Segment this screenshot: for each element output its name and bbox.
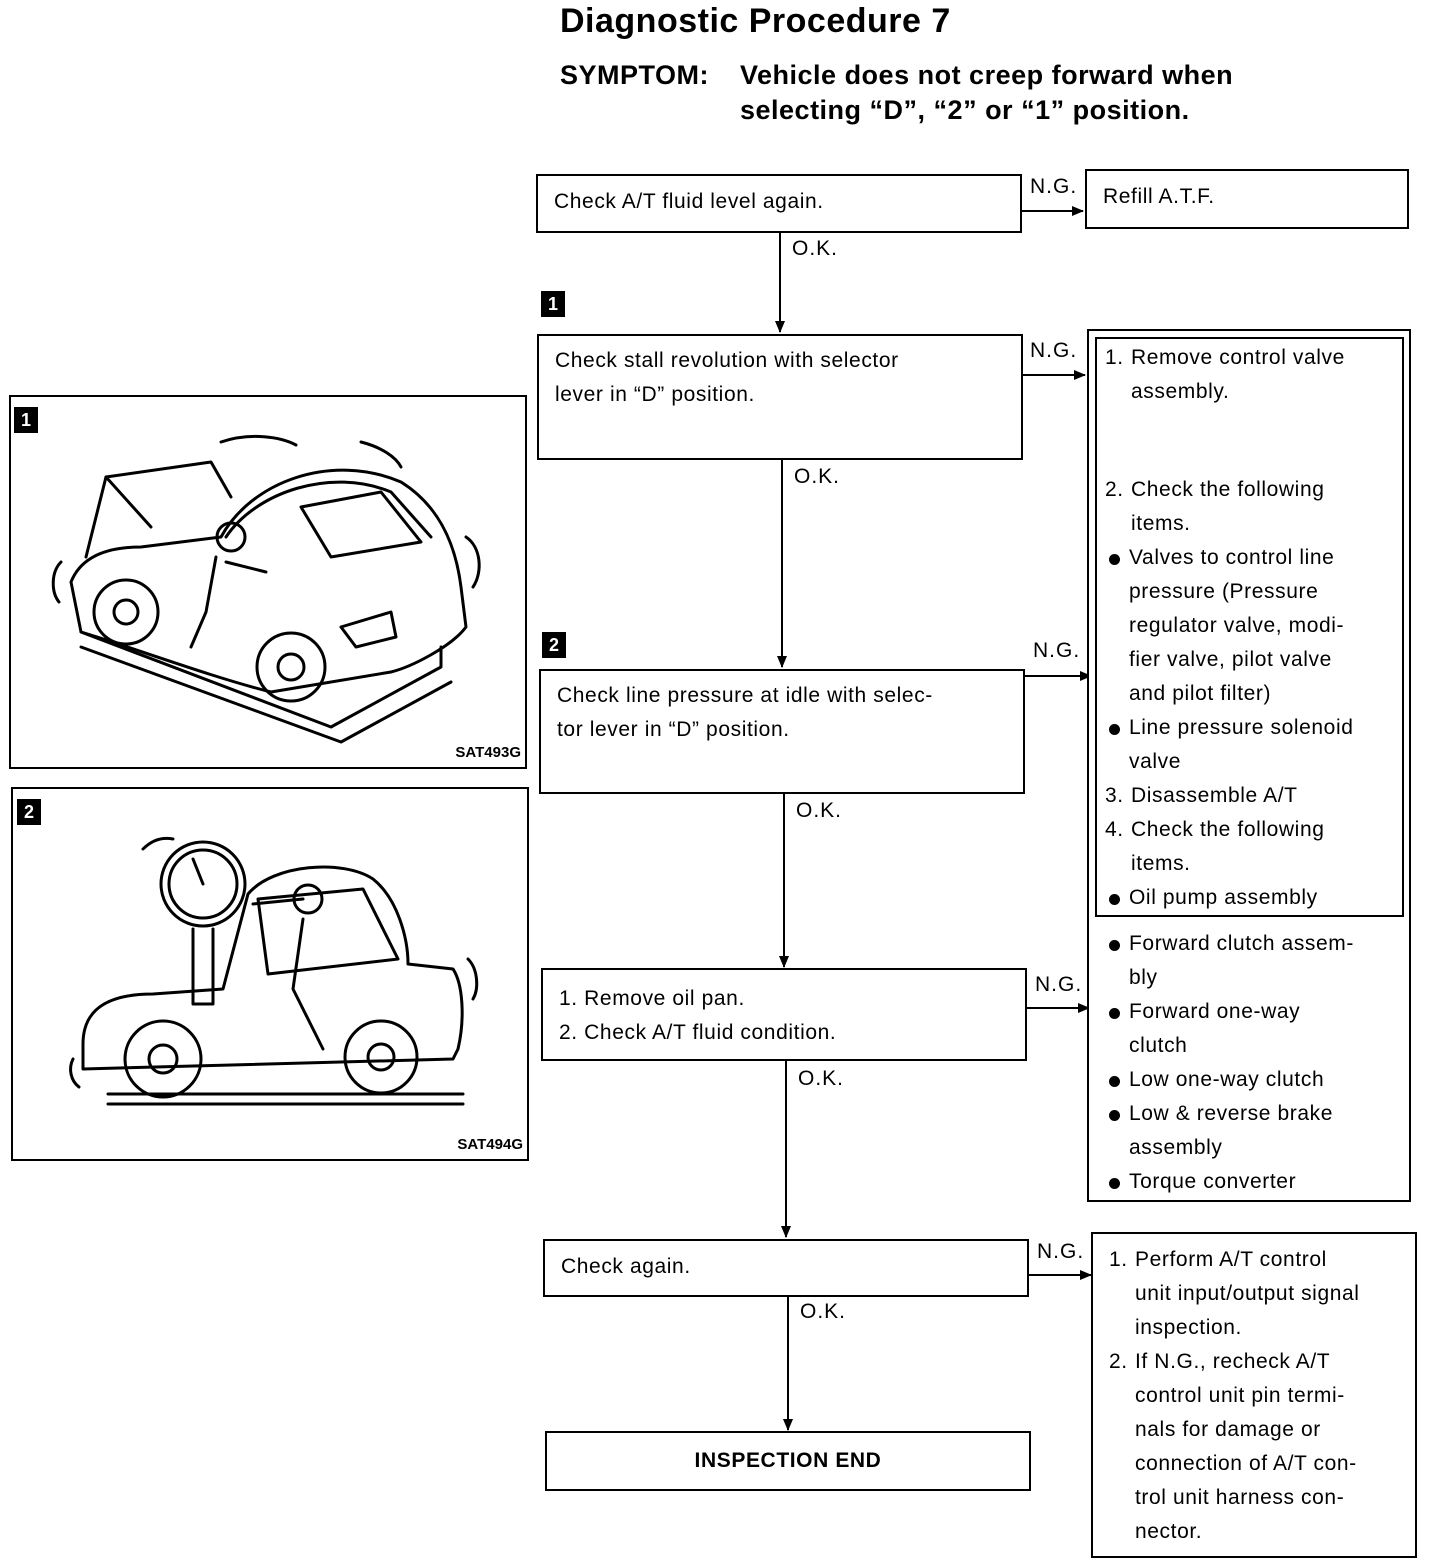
- car-pressure-gauge-icon: [13, 789, 527, 1159]
- step-remove-oil-pan: 1. Remove oil pan. 2. Check A/T fluid co…: [541, 968, 1027, 1061]
- step-1-badge: 1: [541, 291, 565, 317]
- bullet-item: Oil pump assembly: [1105, 881, 1405, 915]
- ng-label-2: N.G.: [1030, 339, 1077, 363]
- step-check-again-text: Check again.: [561, 1250, 691, 1284]
- step-check-stall-line-2: lever in “D” position.: [555, 378, 899, 412]
- illustration-stall-test: 1: [9, 395, 527, 769]
- inspection-end-text: INSPECTION END: [547, 1444, 1029, 1478]
- step-check-fluid-level-text: Check A/T fluid level again.: [554, 185, 824, 219]
- step-check-fluid-level: Check A/T fluid level again.: [536, 174, 1022, 233]
- car-stall-test-icon: [11, 397, 525, 767]
- bullet-item: Valves to control line pressure (Pressur…: [1105, 541, 1405, 711]
- ng-label-3: N.G.: [1033, 639, 1080, 663]
- step-remove-oil-pan-item-2: 2. Check A/T fluid condition.: [559, 1016, 836, 1050]
- step-check-line-pressure-line-1: Check line pressure at idle with selec-: [557, 679, 933, 713]
- step-check-again: Check again.: [543, 1239, 1029, 1297]
- ok-label-3: O.K.: [796, 799, 842, 823]
- inspection-end-box: INSPECTION END: [545, 1431, 1031, 1491]
- ng-label-4: N.G.: [1035, 973, 1082, 997]
- ok-label-4: O.K.: [798, 1067, 844, 1091]
- bullet-item: Line pressure solenoid valve: [1105, 711, 1405, 779]
- step-remove-oil-pan-item-1: 1. Remove oil pan.: [559, 982, 836, 1016]
- step-check-line-pressure: Check line pressure at idle with selec- …: [539, 669, 1025, 794]
- bullet-item: Forward one-way clutch: [1105, 995, 1405, 1063]
- illustration-2-code: SAT494G: [457, 1136, 523, 1153]
- result-refill-atf: Refill A.T.F.: [1085, 169, 1409, 229]
- ng-label-1: N.G.: [1030, 175, 1077, 199]
- bullet-item: Low & reverse brake assembly: [1105, 1097, 1405, 1165]
- step-check-line-pressure-line-2: tor lever in “D” position.: [557, 713, 933, 747]
- bullet-item: Forward clutch assem- bly: [1105, 927, 1405, 995]
- bullet-item: Torque converter: [1105, 1165, 1405, 1199]
- illustration-line-pressure: 2 SAT49: [11, 787, 529, 1161]
- illustration-1-code: SAT493G: [455, 744, 521, 761]
- result-remove-control-valve: 1.Remove control valve assembly. 2.Check…: [1087, 329, 1411, 1202]
- ok-label-1: O.K.: [792, 237, 838, 261]
- step-check-stall: Check stall revolution with selector lev…: [537, 334, 1023, 460]
- step-check-stall-line-1: Check stall revolution with selector: [555, 344, 899, 378]
- ok-label-2: O.K.: [794, 465, 840, 489]
- ok-label-5: O.K.: [800, 1300, 846, 1324]
- step-2-badge: 2: [542, 632, 566, 658]
- ng-label-5: N.G.: [1037, 1240, 1084, 1264]
- result-refill-atf-text: Refill A.T.F.: [1103, 180, 1215, 214]
- bullet-item: Low one-way clutch: [1105, 1063, 1405, 1097]
- result-control-unit-inspection: 1.Perform A/T control unit input/output …: [1091, 1232, 1417, 1558]
